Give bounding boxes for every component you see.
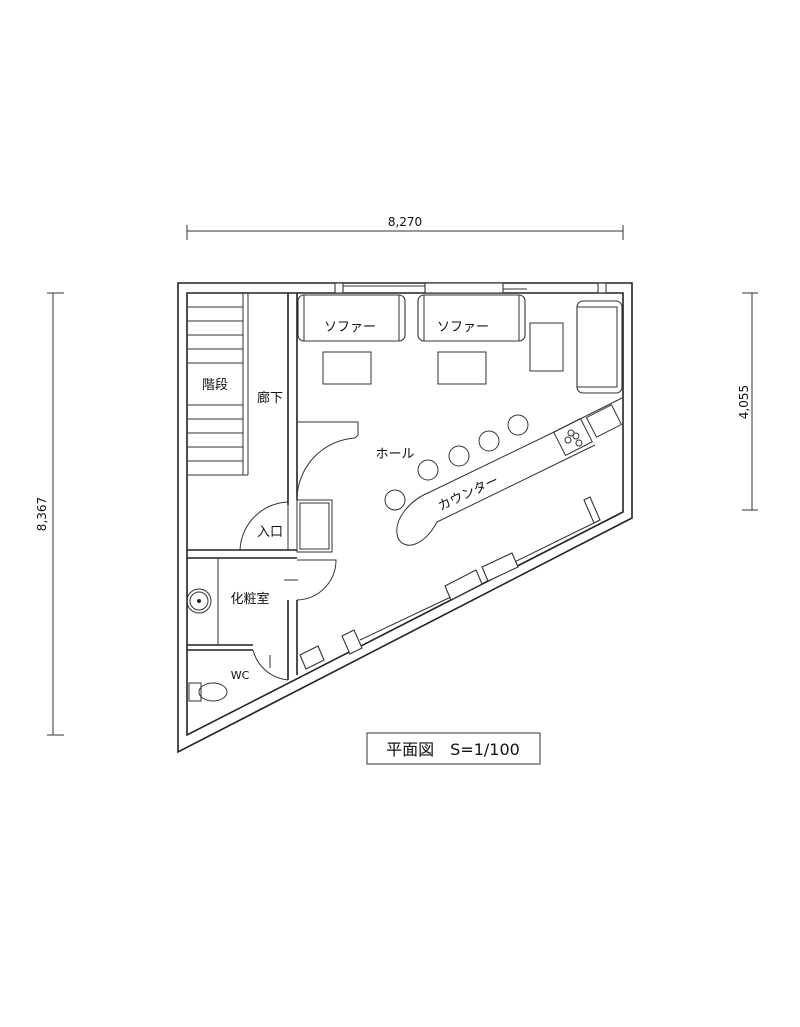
plan-title: 平面図 S=1/100 (386, 740, 520, 759)
powder-room-door[interactable] (284, 559, 337, 601)
sink-icon (186, 588, 212, 614)
stool (384, 489, 406, 511)
wc-door[interactable] (252, 649, 289, 681)
walls (177, 282, 633, 754)
dimension-right-label: 4,055 (737, 385, 751, 419)
title-box: 平面図 S=1/100 (366, 732, 541, 765)
room-label-stairs: 階段 (202, 378, 228, 393)
table-2 (437, 351, 487, 385)
dimension-height: 8,367 (35, 292, 64, 736)
stools (384, 414, 529, 511)
dimension-right: 4,055 (737, 292, 758, 511)
dimension-height-label: 8,367 (35, 497, 49, 531)
dimension-width-label: 8,270 (388, 215, 422, 229)
room-label-wc: WC (231, 669, 250, 682)
toilet-icon (188, 682, 228, 702)
sofa-1: ソファー (297, 294, 406, 342)
room-label-powder-room: 化粧室 (230, 591, 269, 607)
sofa-3 (576, 300, 623, 394)
entrance-door[interactable] (239, 499, 333, 553)
sofa-2-label: ソファー (437, 320, 489, 335)
room-label-corridor: 廊下 (257, 390, 283, 406)
room-label-hall: ホール (375, 447, 414, 462)
stairs (187, 306, 248, 476)
dimension-width: 8,270 (186, 215, 624, 240)
sofa-1-label: ソファー (324, 320, 376, 335)
hall-door[interactable] (296, 421, 359, 501)
table-1 (322, 351, 372, 385)
table-3 (529, 322, 564, 372)
sofa-2: ソファー (417, 294, 526, 342)
room-label-entrance: 入口 (257, 525, 283, 540)
stool (417, 459, 439, 481)
stool (478, 430, 500, 452)
counter-label: カウンター (436, 473, 501, 514)
stool (448, 445, 470, 467)
stool (507, 414, 529, 436)
